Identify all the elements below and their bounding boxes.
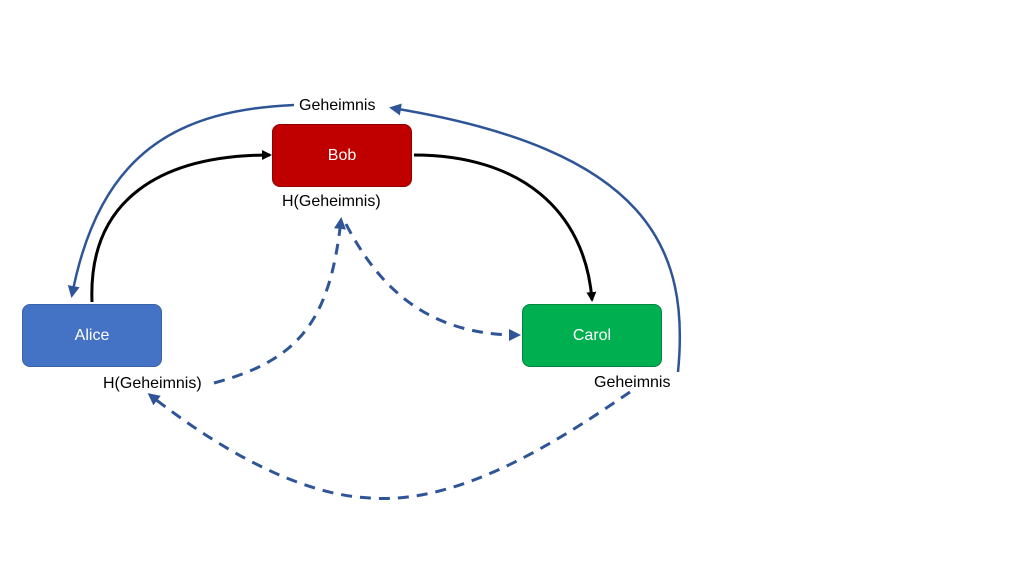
arrow-carol-to-secret [389,103,682,373]
alice-label: Alice [74,326,110,344]
arrow-bob-to-carol [413,153,597,302]
arrow-carol-secret-to-alice-hash [147,390,631,501]
arrow-alice-hash-to-bob [213,217,346,385]
arrow-secret-to-alice [67,103,295,298]
alice-hash-label: H(Geheimnis) [103,375,202,392]
arrow-bob-hash-to-carol [344,223,521,341]
alice-node: Alice [22,304,162,367]
bob-node: Bob [272,124,412,187]
carol-node: Carol [522,304,662,367]
carol-secret-label: Geheimnis [594,374,671,391]
top-secret-label: Geheimnis [299,97,376,114]
bob-label: Bob [327,146,357,164]
arrow-alice-to-bob [90,150,272,303]
bob-hash-label: H(Geheimnis) [282,193,381,210]
carol-label: Carol [572,326,612,344]
